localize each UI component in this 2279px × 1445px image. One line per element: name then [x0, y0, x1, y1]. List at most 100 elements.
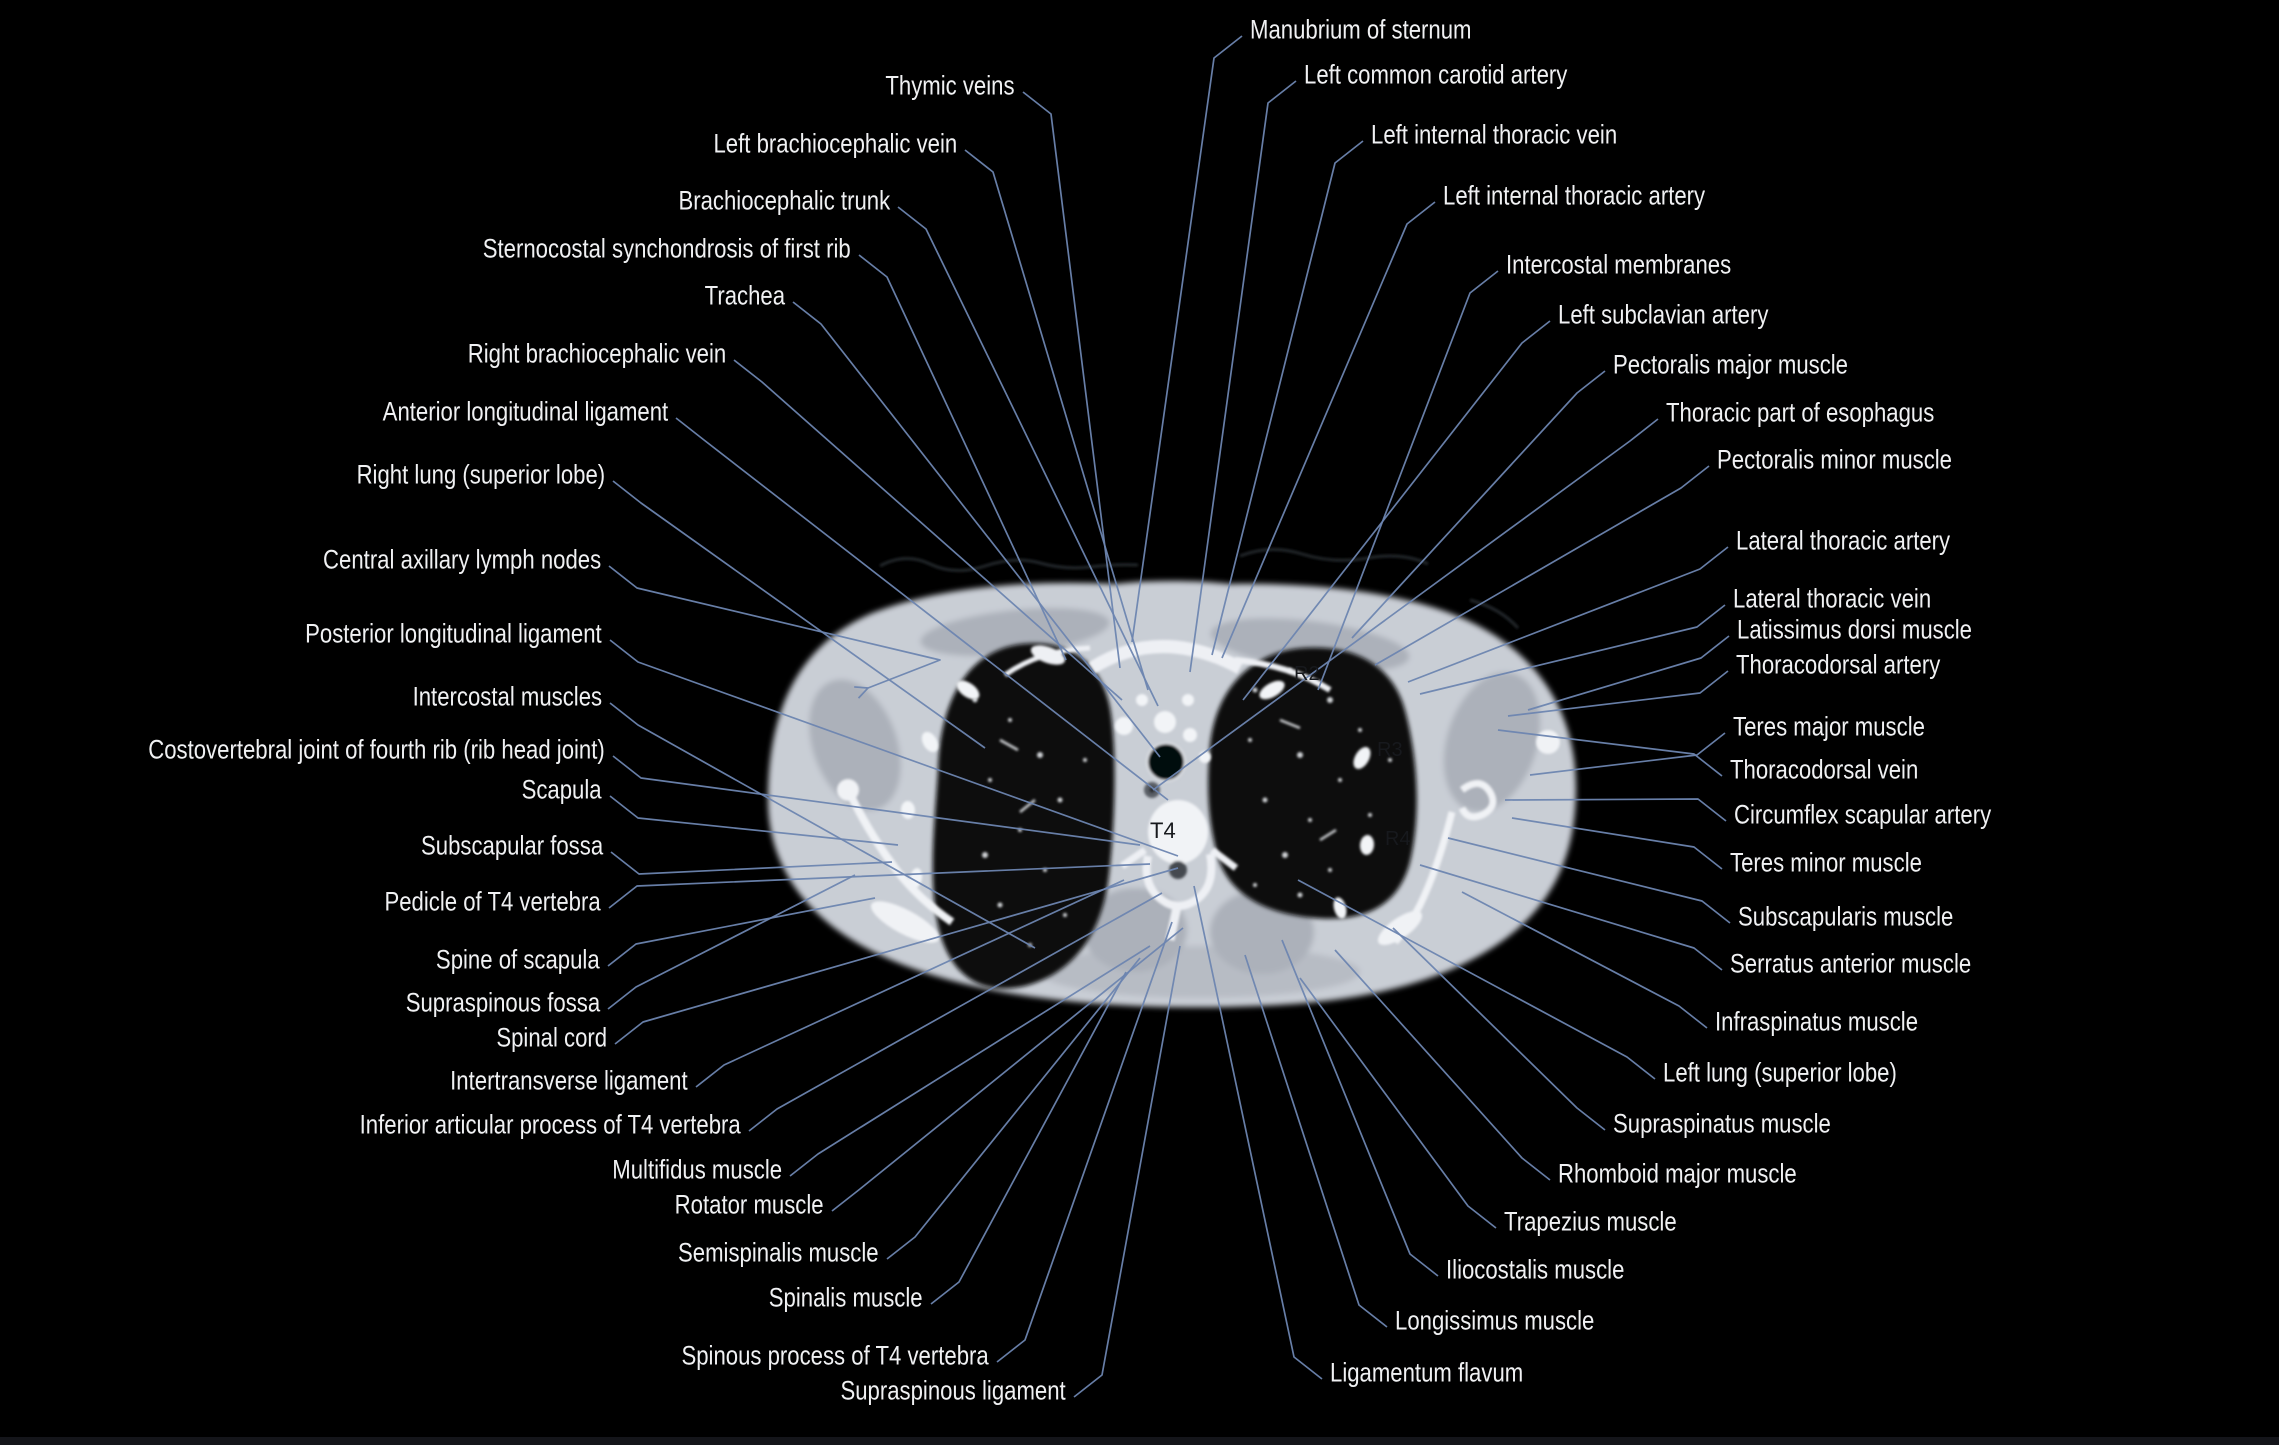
leader-line-left-subclavian-artery [1242, 320, 1551, 701]
label-subscapularis-muscle: Subscapularis muscle [1738, 901, 1954, 932]
leader-line-subscapularis-muscle [1447, 837, 1731, 924]
label-rhomboid-major-muscle: Rhomboid major muscle [1558, 1158, 1797, 1189]
label-rotator-muscle: Rotator muscle [675, 1189, 824, 1220]
label-supraspinous-ligament: Supraspinous ligament [840, 1375, 1066, 1406]
label-left-common-carotid-artery: Left common carotid artery [1304, 59, 1568, 90]
label-spine-of-scapula: Spine of scapula [436, 944, 600, 975]
label-serratus-anterior-muscle: Serratus anterior muscle [1730, 948, 1972, 979]
leader-line-supraspinous-ligament [1073, 945, 1181, 1398]
leader-line-left-brachiocephalic-vein [964, 149, 1149, 691]
label-multifidus-muscle: Multifidus muscle [612, 1154, 782, 1185]
label-teres-major-muscle: Teres major muscle [1733, 711, 1925, 742]
label-pectoralis-minor-muscle: Pectoralis minor muscle [1717, 444, 1953, 475]
leader-line-longissimus-muscle [1244, 954, 1388, 1328]
label-thoracodorsal-artery: Thoracodorsal artery [1736, 649, 1941, 680]
leader-line-iliocostalis-muscle [1281, 939, 1439, 1277]
label-spinalis-muscle: Spinalis muscle [769, 1282, 923, 1313]
label-sternocostal-synchondrosis-first-rib: Sternocostal synchondrosis of first rib [483, 233, 851, 264]
label-posterior-longitudinal-ligament: Posterior longitudinal ligament [305, 618, 602, 649]
leader-line-latissimus-dorsi-muscle [1527, 635, 1730, 711]
ct-marker-t4: T4 [1150, 818, 1176, 843]
label-central-axillary-lymph-nodes: Central axillary lymph nodes [322, 544, 601, 575]
label-pedicle-of-t4-vertebra: Pedicle of T4 vertebra [384, 886, 601, 917]
leader-line-thoracodorsal-artery [1507, 670, 1729, 717]
label-lateral-thoracic-vein: Lateral thoracic vein [1733, 583, 1932, 614]
leader-line-thoracic-part-of-esophagus [1152, 418, 1659, 791]
leader-line-multifidus-muscle [789, 945, 1151, 1177]
label-costovertebral-joint-fourth-rib: Costovertebral joint of fourth rib (rib … [148, 734, 605, 765]
label-ligamentum-flavum: Ligamentum flavum [1330, 1357, 1524, 1388]
leader-line-trachea [792, 301, 1161, 758]
ct-marker-r2: R2 [1294, 663, 1320, 685]
leader-line-brachiocephalic-trunk [897, 206, 1159, 707]
leader-line-spinal-cord [614, 867, 1179, 1045]
leader-line-lateral-thoracic-artery [1407, 546, 1729, 683]
label-latissimus-dorsi-muscle: Latissimus dorsi muscle [1737, 614, 1973, 645]
label-teres-minor-muscle: Teres minor muscle [1730, 847, 1922, 878]
label-left-subclavian-artery: Left subclavian artery [1558, 299, 1769, 330]
right-lung-region [932, 643, 1115, 989]
label-spinal-cord: Spinal cord [496, 1022, 607, 1053]
label-subscapular-fossa: Subscapular fossa [420, 830, 603, 861]
leader-line-left-common-carotid-artery [1189, 80, 1297, 673]
label-anterior-longitudinal-ligament: Anterior longitudinal ligament [382, 396, 668, 427]
leader-line-pectoralis-minor-muscle [1374, 465, 1710, 666]
leader-line-pectoralis-major-muscle [1351, 370, 1606, 639]
leader-line-intercostal-membranes [1317, 270, 1499, 691]
leader-line-manubrium-of-sternum [1131, 35, 1243, 643]
leader-line-right-lung-superior-lobe [612, 480, 986, 749]
label-scapula: Scapula [521, 774, 602, 805]
leader-line-left-internal-thoracic-artery [1221, 201, 1436, 659]
leader-line-semispinalis-muscle [886, 957, 1141, 1260]
blanket-artifact-lines [879, 547, 1520, 630]
label-iliocostalis-muscle: Iliocostalis muscle [1446, 1254, 1625, 1285]
label-infraspinatus-muscle: Infraspinatus muscle [1715, 1006, 1919, 1037]
bottom-strip [0, 1437, 2279, 1445]
leader-line-spine-of-scapula [607, 897, 876, 967]
leader-line-costovertebral-joint-fourth-rib [612, 755, 1141, 846]
leader-line-inferior-articular-process-of-t4-vertebra [748, 892, 1163, 1132]
label-intercostal-muscles: Intercostal muscles [412, 681, 602, 712]
label-right-lung-superior-lobe: Right lung (superior lobe) [356, 459, 605, 490]
leader-line-supraspinatus-muscle [1392, 927, 1606, 1131]
leader-line-subscapular-fossa [610, 851, 893, 875]
esophagus-ring [1144, 782, 1160, 798]
label-thoracic-part-of-esophagus: Thoracic part of esophagus [1666, 397, 1935, 428]
leader-line-infraspinatus-muscle [1461, 891, 1708, 1029]
ct-scan-image [768, 547, 1576, 1008]
label-left-lung-superior-lobe: Left lung (superior lobe) [1663, 1057, 1897, 1088]
leader-line-trapezius-muscle [1299, 977, 1497, 1229]
label-intertransverse-ligament: Intertransverse ligament [450, 1065, 688, 1096]
leader-line-teres-minor-muscle [1511, 817, 1723, 870]
leader-line-right-brachiocephalic-vein [733, 359, 1123, 701]
ct-marker-r3: R3 [1377, 739, 1403, 761]
label-left-internal-thoracic-artery: Left internal thoracic artery [1443, 180, 1706, 211]
leader-line-spinous-process-of-t4-vertebra [996, 921, 1173, 1363]
leader-line-ligamentum-flavum [1193, 885, 1323, 1380]
leader-line-thoracodorsal-vein [1497, 729, 1723, 777]
leader-line-left-internal-thoracic-vein [1211, 140, 1364, 656]
ct-marker-r4: R4 [1385, 828, 1411, 850]
label-left-internal-thoracic-vein: Left internal thoracic vein [1371, 119, 1618, 150]
label-brachiocephalic-trunk: Brachiocephalic trunk [678, 185, 890, 216]
label-spinous-process-of-t4-vertebra: Spinous process of T4 vertebra [681, 1340, 989, 1371]
label-lateral-thoracic-artery: Lateral thoracic artery [1736, 525, 1951, 556]
bony-structures [837, 640, 1560, 946]
label-circumflex-scapular-artery: Circumflex scapular artery [1734, 799, 1992, 830]
left-lung-region [1208, 647, 1417, 919]
label-supraspinous-fossa: Supraspinous fossa [405, 987, 600, 1018]
leader-line-central-axillary-lymph-nodes [608, 565, 941, 688]
leader-line-pedicle-of-t4-vertebra [608, 863, 1151, 909]
leader-line-scapula [609, 795, 899, 846]
leader-line-rhomboid-major-muscle [1334, 949, 1551, 1181]
leader-line-lateral-thoracic-vein [1419, 604, 1726, 695]
leader-line-circumflex-scapular-artery [1504, 798, 1727, 822]
label-pectoralis-major-muscle: Pectoralis major muscle [1613, 349, 1849, 380]
leader-lines-group [607, 35, 1731, 1398]
leader-line-serratus-anterior-muscle [1419, 864, 1723, 971]
leader-line-anterior-longitudinal-ligament [675, 417, 1169, 801]
leader-line-thymic-veins [1022, 91, 1121, 669]
leader-line-supraspinous-fossa [607, 874, 856, 1010]
